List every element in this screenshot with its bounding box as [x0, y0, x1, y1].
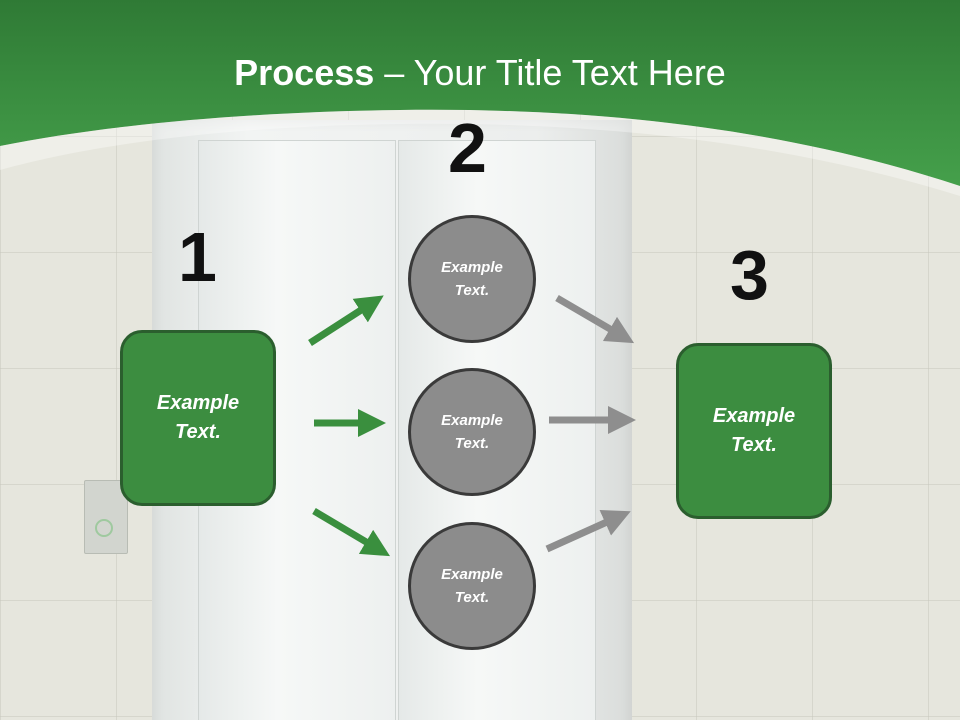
arrow-right-icon	[312, 507, 391, 557]
elevator-call-panel	[84, 480, 128, 554]
circle-text: Example Text.	[441, 566, 503, 606]
step-3-text: Example Text.	[712, 405, 796, 456]
arrow-right-icon	[308, 295, 384, 346]
step-number-1: 1	[178, 218, 217, 296]
step-1-text: Example Text.	[156, 392, 240, 443]
step-2-circle-top: Example Text.	[408, 215, 536, 343]
circle-text: Example Text.	[441, 412, 503, 452]
arrow-right-icon	[545, 509, 631, 553]
call-button-icon	[95, 519, 113, 537]
header-banner	[0, 0, 960, 196]
arrow-right-icon	[555, 294, 635, 344]
step-3-box: Example Text.	[676, 343, 832, 519]
step-2-circle-middle: Example Text.	[408, 368, 536, 496]
circle-text: Example Text.	[441, 259, 503, 299]
step-2-circle-bottom: Example Text.	[408, 522, 536, 650]
slide-title: Process – Your Title Text Here	[234, 52, 726, 93]
step-number-3: 3	[730, 236, 769, 314]
step-1-box: Example Text.	[120, 330, 276, 506]
step-number-2: 2	[448, 109, 487, 187]
